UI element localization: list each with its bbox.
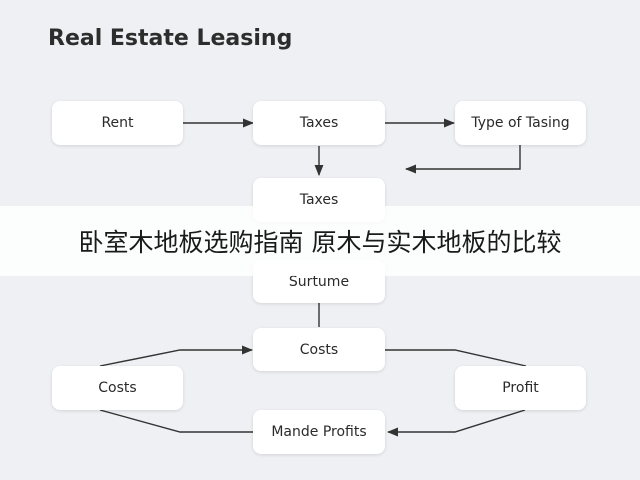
diagram-title: Real Estate Leasing (48, 26, 293, 51)
node-profit: Profit (455, 366, 586, 410)
edge-type-of-tasing-return (404, 145, 521, 174)
edge-mande-profits-to-costs-left (99, 409, 253, 433)
node-costs-center: Costs (253, 328, 385, 371)
caption-banner: 卧室木地板选购指南 原木与实木地板的比较 (0, 206, 640, 276)
node-taxes-top: Taxes (253, 101, 385, 145)
edge-costs-to-profit (385, 349, 527, 367)
edge-profit-to-mande-profits (386, 409, 526, 437)
node-type-of-tasing: Type of Tasing (455, 101, 586, 145)
node-rent: Rent (52, 101, 183, 145)
node-costs-left: Costs (52, 366, 183, 410)
node-mande-profits: Mande Profits (253, 410, 385, 454)
edge-costs-left-to-costs (99, 345, 254, 367)
